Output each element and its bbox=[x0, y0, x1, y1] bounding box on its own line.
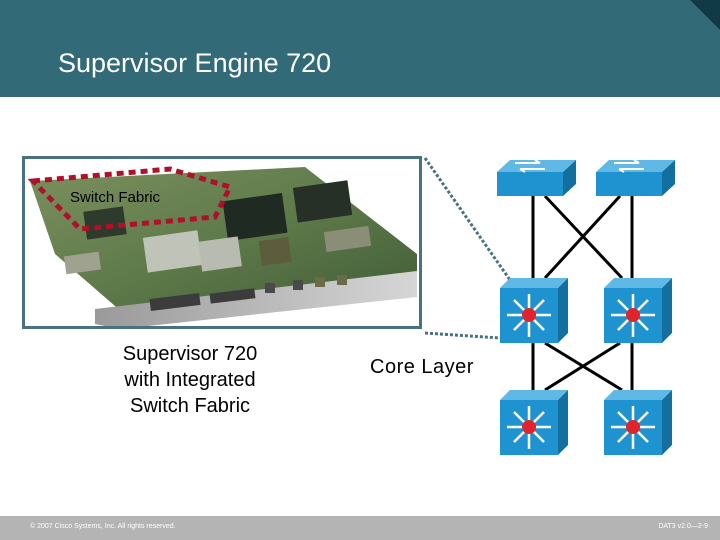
copyright-text: © 2007 Cisco Systems, Inc. All rights re… bbox=[30, 523, 176, 530]
multilayer-switch-icon bbox=[500, 390, 568, 455]
corner-accent bbox=[690, 0, 720, 30]
port bbox=[293, 280, 303, 290]
switch-fabric-label: Switch Fabric bbox=[70, 189, 161, 206]
switch-fabric-outline bbox=[27, 166, 234, 232]
core-layer-label: Core Layer bbox=[370, 356, 474, 378]
caption-line: with Integrated bbox=[124, 369, 256, 391]
slide-number: DAT3 v2.0—2-9 bbox=[658, 523, 708, 530]
multilayer-switch-icon bbox=[604, 278, 672, 343]
supervisor-card-illustration bbox=[27, 166, 417, 326]
chip bbox=[142, 230, 203, 273]
port-slot bbox=[149, 292, 201, 312]
heatsink bbox=[222, 193, 288, 241]
faceplate bbox=[95, 271, 417, 326]
link bbox=[543, 194, 622, 280]
links bbox=[531, 194, 634, 392]
chip bbox=[323, 225, 372, 252]
link bbox=[544, 341, 621, 392]
heatsink bbox=[292, 180, 353, 223]
multilayer-switch-icon bbox=[500, 278, 568, 343]
footer-bar: © 2007 Cisco Systems, Inc. All rights re… bbox=[0, 516, 720, 540]
layer2-switch-icon bbox=[497, 159, 576, 196]
layer2-switch-icon bbox=[596, 159, 675, 196]
chip bbox=[258, 237, 292, 266]
port-slot bbox=[209, 288, 256, 304]
caption-line: Switch Fabric bbox=[129, 395, 251, 417]
supervisor-caption: Supervisor 720 with Integrated Switch Fa… bbox=[80, 341, 300, 419]
multilayer-switch-icon bbox=[604, 390, 672, 455]
port bbox=[265, 283, 275, 293]
slide-title: Supervisor Engine 720 bbox=[58, 48, 332, 78]
chip bbox=[63, 251, 102, 275]
chip bbox=[198, 236, 242, 272]
chip bbox=[83, 206, 127, 240]
supervisor-engine-photo bbox=[22, 156, 422, 329]
caption-line: Supervisor 720 bbox=[122, 343, 258, 365]
port bbox=[315, 277, 325, 287]
callout-line bbox=[424, 331, 501, 340]
port bbox=[337, 275, 347, 285]
title-bar: Supervisor Engine 720 bbox=[0, 0, 720, 97]
